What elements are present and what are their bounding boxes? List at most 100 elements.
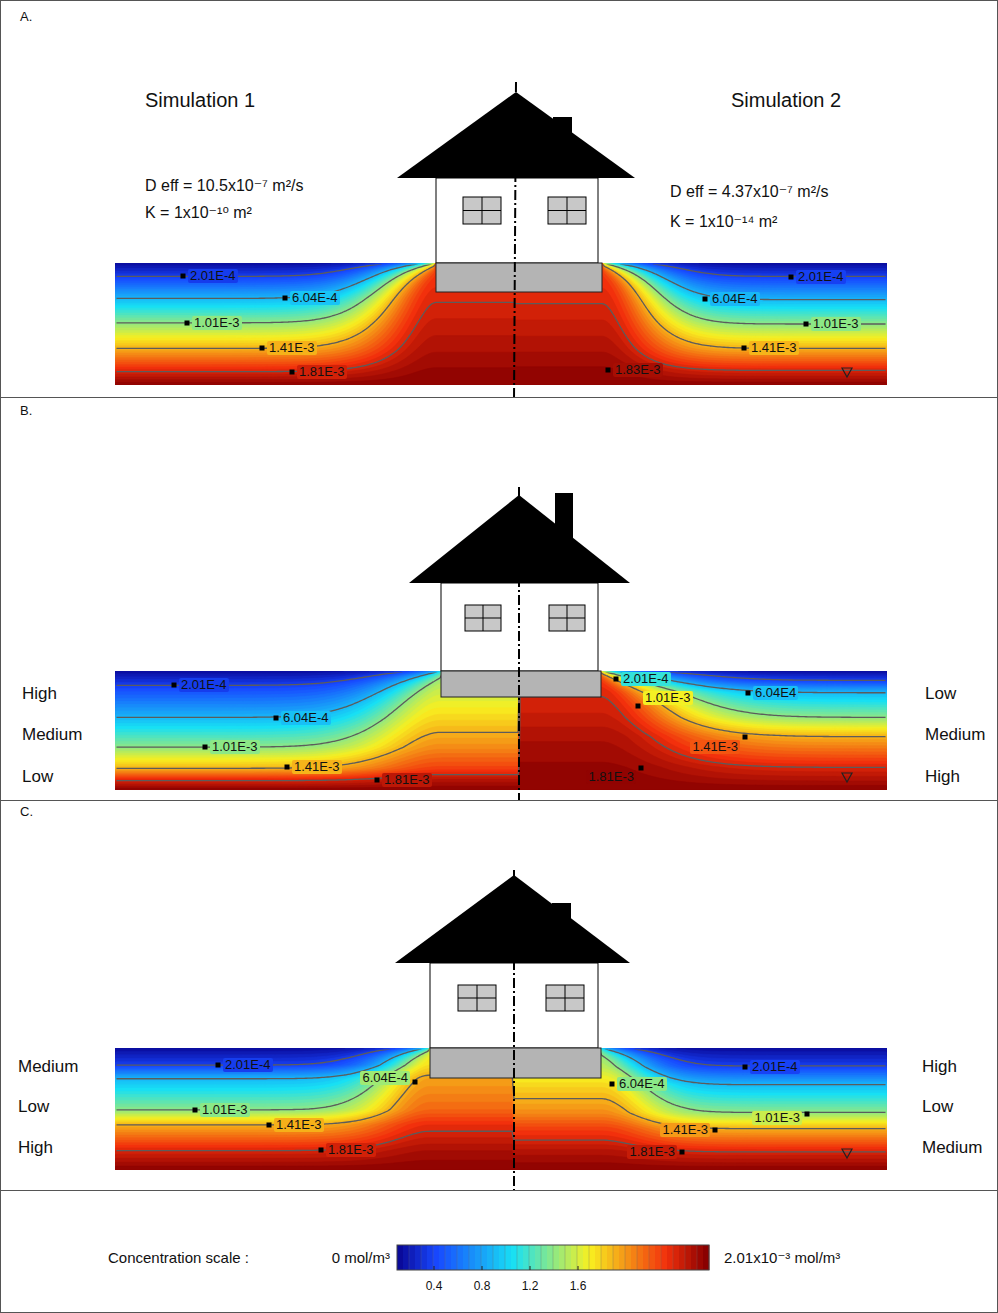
field-band xyxy=(115,1048,887,1170)
field-band xyxy=(115,671,887,790)
colorbar-divider xyxy=(541,1245,542,1270)
contour-label: 1.81E-3 xyxy=(326,1143,376,1157)
contour-marker xyxy=(743,735,748,740)
colorbar-segment xyxy=(427,1245,433,1270)
contour-label: 1.81E-3 xyxy=(382,773,432,787)
colorbar-segment xyxy=(565,1245,571,1270)
foundation-slab xyxy=(430,1048,601,1078)
colorbar-segment xyxy=(553,1245,559,1270)
colorbar-segment xyxy=(583,1245,589,1270)
field-band xyxy=(115,1151,887,1170)
colorbar-segment xyxy=(547,1245,553,1270)
field-band xyxy=(115,263,887,385)
contour-marker xyxy=(274,716,279,721)
window xyxy=(548,197,586,224)
parameter-label: D eff = 4.37x10⁻⁷ m²/s xyxy=(670,183,828,201)
field-band xyxy=(115,263,887,385)
field-band xyxy=(115,263,887,385)
colorbar-segment xyxy=(505,1245,511,1270)
colorbar-divider xyxy=(481,1245,482,1270)
field-band xyxy=(115,263,887,385)
colorbar-divider xyxy=(661,1245,662,1270)
colorbar-segment xyxy=(619,1245,625,1270)
water-table-symbol xyxy=(842,368,852,377)
colorbar-segment xyxy=(529,1245,535,1270)
contour-label: 1.01E-3 xyxy=(811,317,861,331)
colorbar-tick-label: 1.2 xyxy=(522,1280,539,1293)
field-band xyxy=(115,263,887,385)
simulation-title: Simulation 2 xyxy=(731,89,841,111)
field-band xyxy=(115,1048,887,1170)
field-band xyxy=(115,1125,887,1170)
field-band xyxy=(115,263,887,385)
contour-line xyxy=(117,265,886,384)
layer-label: Medium xyxy=(925,726,985,745)
field-band xyxy=(115,671,887,790)
field-band xyxy=(115,263,887,385)
colorbar-segment xyxy=(397,1245,403,1270)
field-band xyxy=(115,263,887,385)
colorbar-min: 0 mol/m³ xyxy=(332,1250,390,1267)
field-band xyxy=(115,263,887,385)
contour-label: 1.41E-3 xyxy=(274,1118,324,1132)
colorbar-segment xyxy=(493,1245,499,1270)
layer-label: High xyxy=(22,685,57,704)
field-band xyxy=(115,1048,887,1170)
contour-line xyxy=(117,1131,886,1168)
contour-label: 1.81E-3 xyxy=(586,770,636,784)
colorbar-tick-label: 1.6 xyxy=(570,1280,587,1293)
field-ground xyxy=(115,263,887,385)
colorbar-segment xyxy=(421,1245,427,1270)
field-band xyxy=(115,1048,887,1170)
field-band xyxy=(115,1048,887,1170)
contour-label: 2.01E-4 xyxy=(621,672,671,686)
window xyxy=(463,197,501,224)
contour-label: 6.04E-4 xyxy=(710,292,760,306)
contour-label: 1.81E-3 xyxy=(627,1145,677,1159)
water-table-symbol xyxy=(842,773,852,782)
colorbar-segment xyxy=(679,1245,685,1270)
colorbar-segment xyxy=(613,1245,619,1270)
water-table-symbol xyxy=(842,1149,852,1158)
contour-label: 1.81E-3 xyxy=(297,365,347,379)
field-band xyxy=(115,1048,887,1170)
colorbar-divider xyxy=(649,1245,650,1270)
field-band xyxy=(115,263,887,385)
colorbar-segment xyxy=(535,1245,541,1270)
field-band xyxy=(115,1048,887,1170)
field-band xyxy=(115,1048,887,1170)
colorbar-segment xyxy=(451,1245,457,1270)
field-band xyxy=(115,671,887,790)
colorbar-segment xyxy=(481,1245,487,1270)
water-table-symbols xyxy=(842,368,852,1158)
symmetry-line xyxy=(518,487,520,800)
field-band xyxy=(115,263,887,385)
field-band xyxy=(115,263,887,385)
concentration-field xyxy=(115,263,887,385)
colorbar-segment xyxy=(511,1245,517,1270)
colorbar-segment xyxy=(685,1245,691,1270)
contour-marker xyxy=(375,778,380,783)
colorbar-segment xyxy=(667,1245,673,1270)
field-band xyxy=(115,671,887,790)
field-band xyxy=(115,671,887,790)
concentration-field xyxy=(115,671,887,790)
field-band xyxy=(115,1048,887,1170)
field-band xyxy=(115,352,887,385)
field-band xyxy=(115,263,887,385)
colorbar-segment xyxy=(403,1245,409,1270)
colorbar-segment xyxy=(607,1245,613,1270)
field-band xyxy=(115,1068,887,1170)
house xyxy=(395,875,630,1078)
field-band xyxy=(115,671,887,790)
contour-markers xyxy=(172,274,810,1155)
concentration-fields xyxy=(115,263,887,1170)
field-band xyxy=(115,263,887,385)
field-band xyxy=(115,263,887,385)
house-wall xyxy=(436,178,598,263)
contour-marker xyxy=(743,1065,748,1070)
colorbar-segment xyxy=(625,1245,631,1270)
colorbar-divider xyxy=(589,1245,590,1270)
window xyxy=(549,605,585,631)
